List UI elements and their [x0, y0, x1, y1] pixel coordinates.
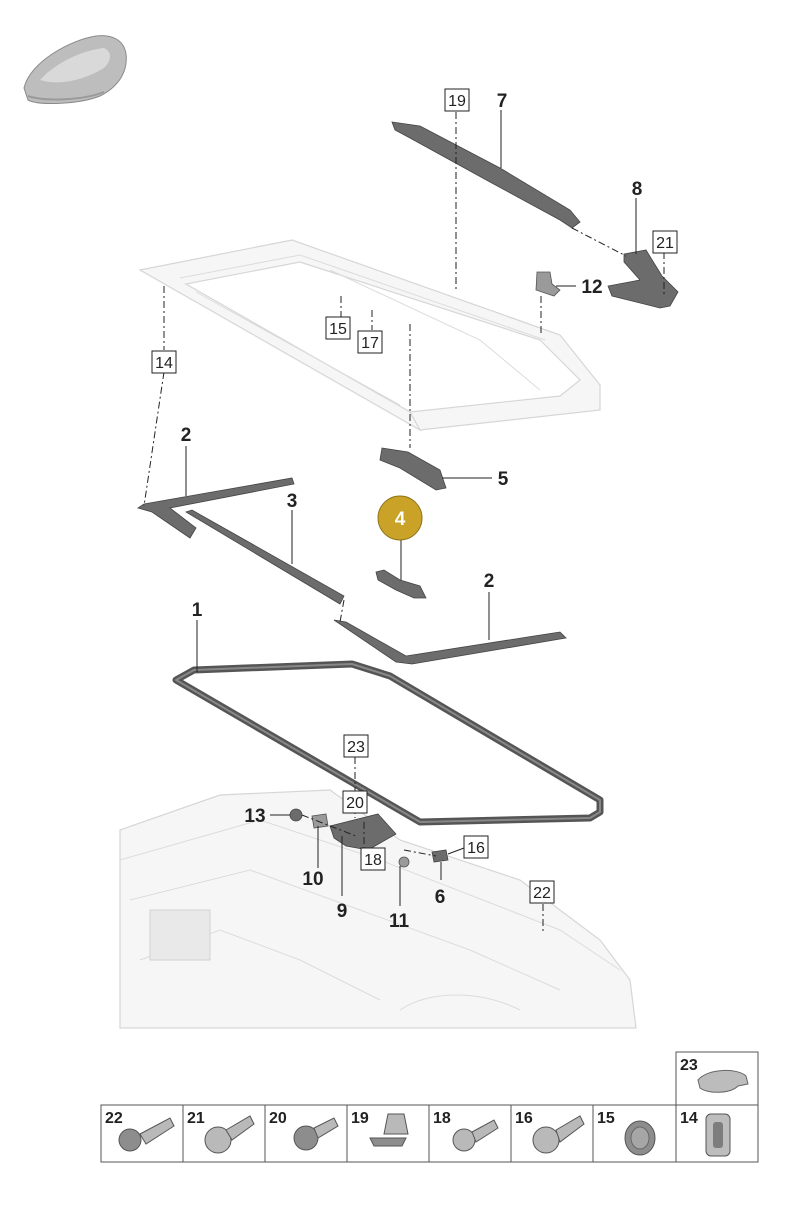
box-19: 19 — [444, 88, 470, 112]
part-7-roof-trim — [391, 121, 581, 229]
svg-text:21: 21 — [656, 235, 674, 252]
box-21: 21 — [652, 230, 678, 254]
parts-table: 23 22 21 20 19 18 — [100, 1051, 759, 1163]
callout-12: 12 — [581, 277, 602, 298]
parts-cell-19: 19 — [346, 1104, 430, 1163]
parts-cell-15: 15 — [592, 1104, 677, 1163]
box-16: 16 — [463, 835, 489, 859]
callout-11: 11 — [389, 911, 410, 932]
callout-5: 5 — [498, 469, 509, 490]
svg-text:20: 20 — [269, 1110, 287, 1127]
callout-3: 3 — [287, 491, 298, 512]
svg-text:17: 17 — [361, 335, 379, 352]
part-13-plug — [289, 808, 303, 822]
callout-2-upper: 2 — [181, 425, 192, 446]
parts-cell-20: 20 — [264, 1104, 348, 1163]
callout-9: 9 — [337, 901, 348, 922]
part-11-nut — [398, 856, 410, 868]
parts-cell-22: 22 — [100, 1104, 184, 1163]
svg-text:15: 15 — [597, 1110, 615, 1127]
box-14: 14 — [151, 350, 177, 374]
svg-text:21: 21 — [187, 1110, 205, 1127]
car-thumbnail-icon — [23, 35, 127, 104]
box-15: 15 — [325, 316, 351, 340]
part-3-strip — [185, 509, 345, 605]
parts-cell-18: 18 — [428, 1104, 512, 1163]
box-22: 22 — [529, 880, 555, 904]
box-18: 18 — [360, 847, 386, 871]
callout-7: 7 — [497, 91, 508, 112]
callout-1: 1 — [192, 600, 203, 621]
svg-text:14: 14 — [155, 355, 173, 372]
callout-6: 6 — [435, 887, 446, 908]
svg-text:20: 20 — [346, 795, 364, 812]
parts-cell-21: 21 — [182, 1104, 266, 1163]
svg-text:23: 23 — [347, 739, 365, 756]
svg-text:18: 18 — [364, 852, 382, 869]
svg-text:22: 22 — [105, 1110, 123, 1127]
part-12-bracket — [535, 271, 561, 297]
callout-13: 13 — [244, 806, 265, 827]
leader-lines — [143, 110, 665, 932]
part-5-bracket — [379, 447, 447, 491]
parts-cell-16: 16 — [510, 1104, 594, 1163]
svg-text:4: 4 — [395, 509, 406, 530]
part-10-clip — [311, 813, 329, 829]
svg-text:18: 18 — [433, 1110, 451, 1127]
svg-text:15: 15 — [329, 321, 347, 338]
part-4-bracket — [375, 569, 427, 599]
car-body-ghost — [119, 789, 637, 1029]
callout-2-lower: 2 — [484, 571, 495, 592]
callout-4-highlight[interactable]: 4 — [377, 495, 423, 541]
svg-text:16: 16 — [515, 1110, 533, 1127]
part-1-seal — [172, 660, 604, 826]
svg-text:14: 14 — [680, 1110, 698, 1127]
parts-cell-14: 14 — [675, 1104, 759, 1163]
svg-text:16: 16 — [467, 840, 485, 857]
svg-text:23: 23 — [680, 1057, 698, 1074]
svg-text:19: 19 — [448, 93, 466, 110]
part-8-cover — [607, 249, 679, 309]
box-20: 20 — [342, 790, 368, 814]
callout-10: 10 — [302, 869, 323, 890]
part-2-upper-strip — [137, 477, 295, 539]
parts-cell-23: 23 — [675, 1051, 759, 1106]
box-17: 17 — [357, 330, 383, 354]
roof-frame-ghost — [138, 239, 601, 432]
callout-8: 8 — [632, 179, 643, 200]
part-6-clip — [431, 849, 449, 863]
box-23: 23 — [343, 734, 369, 758]
part-2-lower-strip — [333, 619, 567, 665]
svg-text:19: 19 — [351, 1110, 369, 1127]
svg-text:22: 22 — [533, 885, 551, 902]
